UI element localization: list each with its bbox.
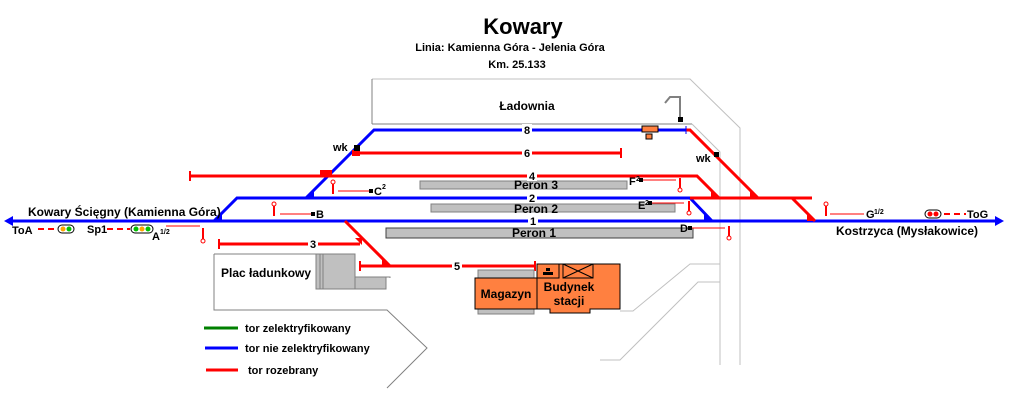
- signal-a-sup: 1/2: [160, 229, 170, 236]
- signal-e-label: E: [638, 200, 645, 212]
- switch-wk-1-label: wk: [332, 142, 349, 154]
- platform-2: [430, 203, 676, 213]
- signal-a-semaphore-icon: [166, 225, 206, 244]
- budynek-label-2: stacji: [554, 294, 585, 308]
- platform-3: [419, 180, 628, 190]
- signal-b-label: B: [316, 209, 324, 221]
- budynek-label-1: Budynek: [544, 280, 595, 294]
- track-4-label: 4: [529, 171, 536, 183]
- signal-f-semaphore-icon: [639, 178, 683, 193]
- signal-g-semaphore-icon: [823, 201, 864, 216]
- signal-sp1-label: Sp1: [87, 224, 107, 236]
- station-title: Kowary: [483, 14, 563, 39]
- platform-1: [385, 227, 694, 239]
- signal-e-sup: 2: [645, 200, 649, 207]
- signal-d-label: D: [680, 223, 688, 235]
- signal-f-sup: 2: [636, 176, 640, 183]
- track-1-label: 1: [530, 216, 536, 228]
- signal-toa-icon: [38, 224, 75, 234]
- platform-3-label: Peron 3: [514, 178, 558, 192]
- signal-c-semaphore-icon: [330, 179, 373, 194]
- track-6-label: 6: [524, 148, 530, 160]
- signal-sp1-icon: [107, 224, 154, 234]
- platform-1-label: Peron 1: [512, 226, 556, 240]
- signal-g-label: G: [866, 209, 875, 221]
- line-subtitle: Linia: Kamienna Góra - Jelenia Góra: [415, 42, 605, 54]
- legend-non-electrified-label: tor nie zelektryfikowany: [245, 343, 371, 355]
- legend-electrified-label: tor zelektryfikowany: [245, 323, 352, 335]
- signal-g-sup: 1/2: [874, 209, 884, 216]
- ladownia-label: Ładownia: [499, 99, 555, 113]
- signal-f-label: F: [629, 176, 636, 188]
- ladownia-area: [372, 78, 741, 365]
- direction-west-label: Kowary Ścięgny (Kamienna Góra): [28, 204, 221, 219]
- legend-dismantled-label: tor rozebrany: [248, 365, 319, 377]
- track-4: [190, 174, 721, 200]
- signal-e-semaphore-icon: [648, 201, 692, 216]
- track-5-label: 5: [454, 261, 460, 273]
- track-2-label: 2: [529, 193, 535, 205]
- signal-a-label: A: [152, 231, 160, 243]
- direction-east-label: Kostrzyca (Mysłakowice): [836, 224, 978, 238]
- signal-c-label: C: [374, 186, 382, 198]
- magazyn-label: Magazyn: [481, 287, 532, 301]
- platform-2-label: Peron 2: [514, 202, 558, 216]
- track-8-label: 8: [524, 125, 530, 137]
- switch-wk-2-label: wk: [695, 153, 712, 165]
- signal-c-sup: 2: [382, 184, 386, 191]
- kilometer-label: Km. 25.133: [488, 59, 545, 71]
- signal-d-semaphore-icon: [688, 226, 732, 241]
- track-3-label: 3: [310, 239, 316, 251]
- arrow-west-icon: [4, 216, 13, 226]
- signal-b-semaphore-icon: [271, 201, 315, 216]
- signal-tog-icon: [924, 209, 966, 219]
- track-2: [212, 196, 714, 223]
- arrow-east-icon: [995, 216, 1004, 226]
- signal-toa-label: ToA: [12, 225, 33, 237]
- signal-tog-label: ToG: [967, 209, 988, 221]
- crane-icon: [664, 96, 681, 118]
- plac-label: Plac ładunkowy: [221, 266, 311, 280]
